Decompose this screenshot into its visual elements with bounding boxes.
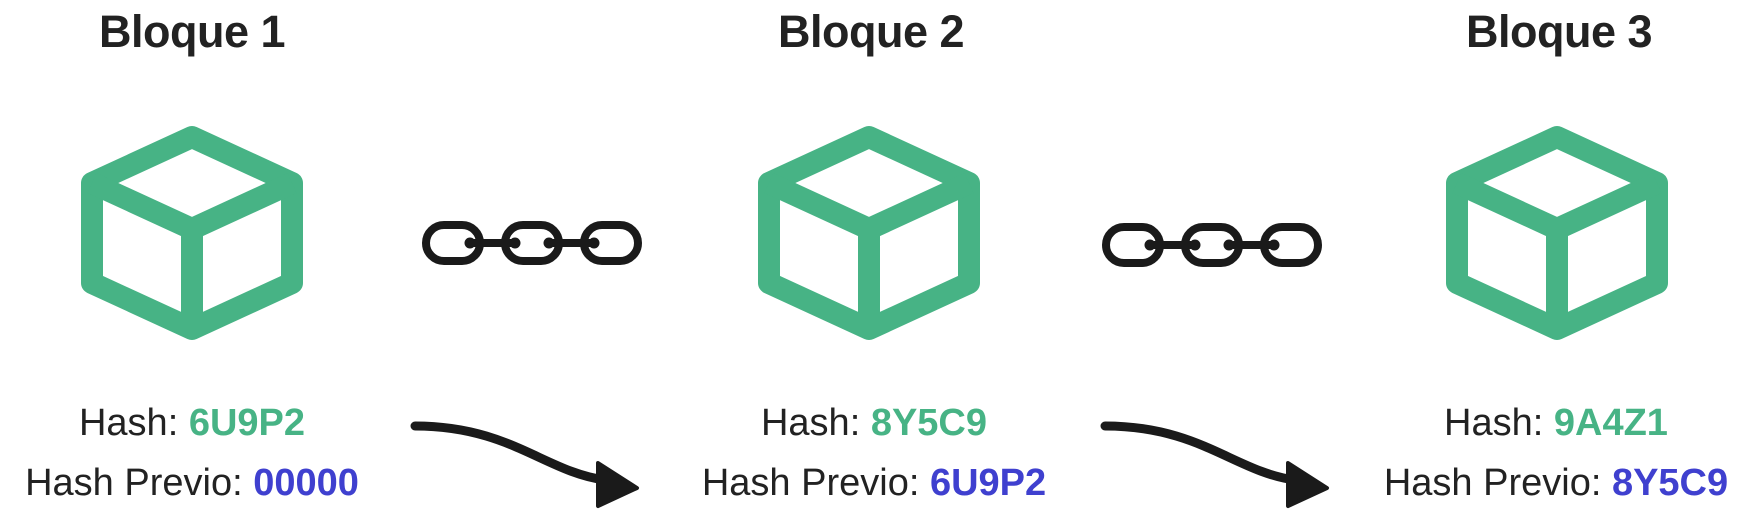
block-1-prev-hash: Hash Previo: 00000 [0,462,422,505]
hash-label: Hash: [760,402,871,444]
prev-hash-value: 6U9P2 [929,462,1047,504]
chain-link-icon-1 [426,225,638,261]
prev-hash-value: 00000 [253,462,359,504]
prev-hash-label: Hash Previo: [25,462,254,504]
curved-arrow-icon-1 [410,421,639,508]
curved-arrow-icon-2 [1100,421,1329,508]
cube-icon-block-3 [1457,137,1657,329]
prev-hash-label: Hash Previo: [1383,462,1612,504]
cube-icon-block-2 [769,137,969,329]
chain-link-icon-2 [1106,227,1318,263]
hash-label: Hash: [1444,402,1554,444]
block-2-prev-hash: Hash Previo: 6U9P2 [644,462,1104,505]
block-2-title: Bloque 2 [777,6,965,57]
hash-label: Hash: [78,402,189,444]
block-3-hash: Hash: 9A4Z1 [1326,402,1748,445]
prev-hash-label: Hash Previo: [701,462,930,504]
block-3-prev-hash: Hash Previo: 8Y5C9 [1326,462,1748,505]
block-3-title: Bloque 3 [1465,6,1653,57]
hash-value: 9A4Z1 [1553,402,1668,444]
block-1-hash: Hash: 6U9P2 [0,402,422,445]
block-1-title: Bloque 1 [98,6,286,57]
cube-icon-block-1 [92,137,292,329]
hash-value: 8Y5C9 [870,402,988,444]
prev-hash-value: 8Y5C9 [1611,462,1729,504]
hash-value: 6U9P2 [188,402,306,444]
block-2-hash: Hash: 8Y5C9 [644,402,1104,445]
